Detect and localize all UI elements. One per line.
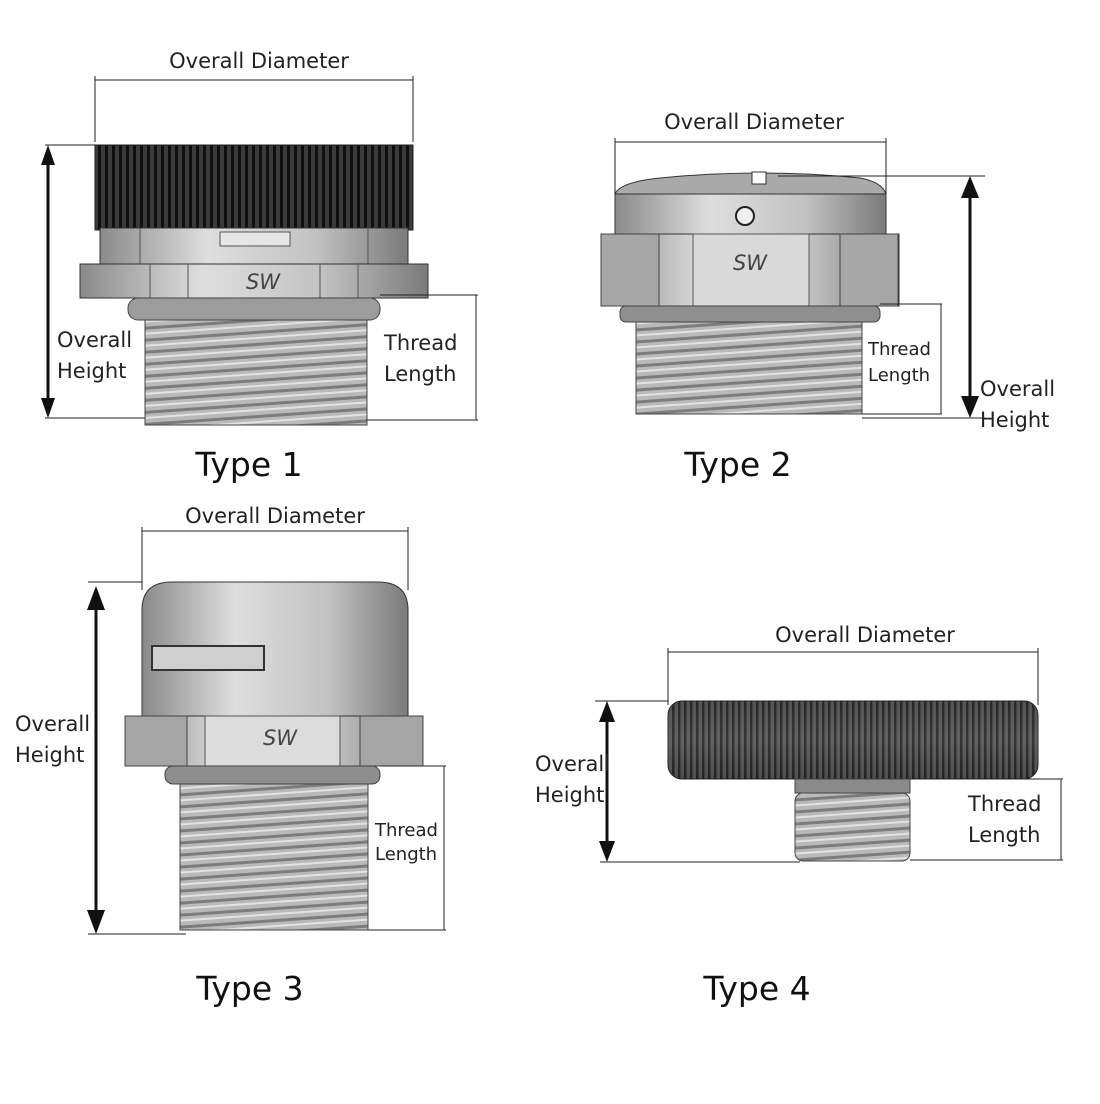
type-4-overall-diameter-label: Overall Diameter [775,623,955,647]
type-2-domed-cap [614,172,887,195]
type-1-knurled-cap [94,144,414,231]
type-2-thread-length-label-line1: Thread [867,339,931,360]
type-4-thread [794,778,911,794]
type-3-thread [164,765,381,785]
type-1-overall-diameter-label: Overall Diameter [169,49,349,73]
type-2-overall-diameter-label: Overall Diameter [664,110,844,134]
type-3-overall-height-label-line2: Height [15,743,84,767]
type-3-group [87,527,446,935]
type-4-thread-length-label-line1: Thread [967,792,1041,816]
type-1-hex-nut [79,263,429,299]
type-3-thread-length-label-line2: Length [375,844,437,865]
type-4-title: Type 4 [702,969,810,1008]
type-2-thread-length-label-line2: Length [868,365,930,386]
type-4-overall-height-label-line1: Overall [535,752,610,776]
type-1-overall-height-label-line2: Height [57,359,126,383]
type-3-overall-diameter-label: Overall Diameter [185,504,365,528]
type-1-thread-length-label-line1: Thread [383,331,457,355]
type-3-hex-mark: SW [263,726,298,750]
type-1-thread [127,297,381,321]
type-1-overall-height-label-line1: Overall [57,328,132,352]
type-1-thread-length-label-line2: Length [384,362,456,386]
type-4-overall-height-label-line2: Height [535,783,604,807]
type-2-group [600,138,985,419]
type-3-thread-length-label-line1: Thread [374,820,438,841]
type-4-group [595,648,1063,863]
type-1-group [41,76,478,426]
type-1-hex-mark: SW [246,270,281,294]
type-2-title: Type 2 [683,445,791,484]
type-4-thread-length-label-line2: Length [968,823,1040,847]
type-3-title: Type 3 [195,969,303,1008]
type-3-overall-height-label-line1: Overall [15,712,90,736]
type-2-overall-height-label-line2: Height [980,408,1049,432]
type-2-overall-height-label-line1: Overall [980,377,1055,401]
type-2-hex-mark: SW [733,251,768,275]
type-3-rounded-cap [141,581,409,719]
type-1-title: Type 1 [194,445,302,484]
type-2-thread [619,305,881,323]
